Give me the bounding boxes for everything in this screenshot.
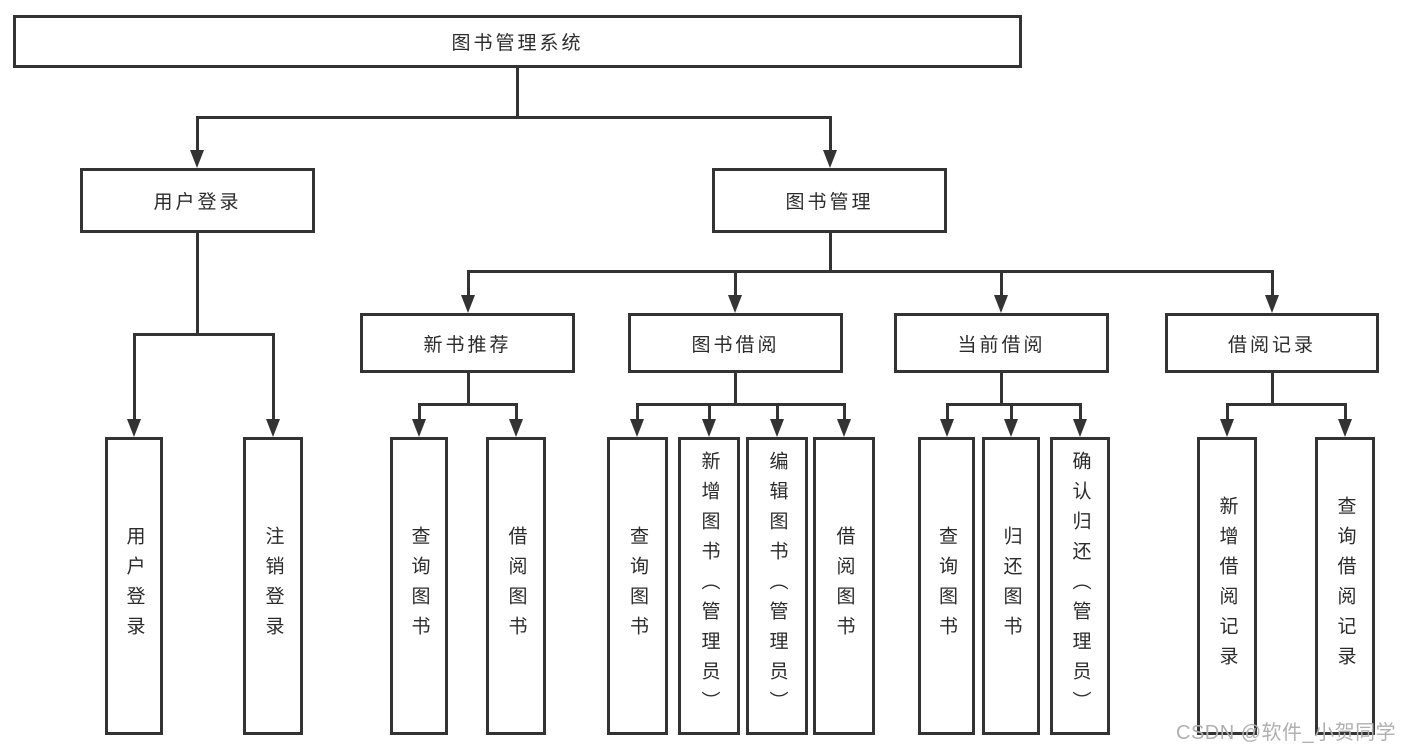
leaf-add-book-admin: 新增图书（管理员） xyxy=(678,437,740,735)
connector-line xyxy=(1271,270,1274,297)
node-book-management: 图书管理 xyxy=(712,168,947,233)
connector-line xyxy=(829,230,832,273)
connector-line xyxy=(1079,403,1082,421)
arrowhead-icon xyxy=(940,419,954,437)
node-new-book-recommend: 新书推荐 xyxy=(360,313,575,373)
connector-line xyxy=(734,370,737,406)
node-label: 借阅记录 xyxy=(1227,334,1316,356)
node-label: 查询图书 xyxy=(408,526,430,646)
node-label: 确认归还（管理员） xyxy=(1069,451,1091,721)
leaf-borrow-book-2: 借阅图书 xyxy=(813,437,875,735)
connector-line xyxy=(467,270,470,297)
node-current-borrow: 当前借阅 xyxy=(894,313,1109,373)
leaf-return-book: 归还图书 xyxy=(982,437,1040,735)
node-label: 编辑图书（管理员） xyxy=(766,451,788,721)
connector-line xyxy=(636,403,639,421)
connector-line xyxy=(467,370,470,406)
node-label: 查询借阅记录 xyxy=(1334,496,1356,676)
connector-line xyxy=(829,116,832,152)
node-label: 归还图书 xyxy=(1000,526,1022,646)
connector-line xyxy=(516,66,519,119)
arrowhead-icon xyxy=(770,419,784,437)
connector-line xyxy=(515,403,518,421)
node-label: 查询图书 xyxy=(936,526,957,646)
connector-line xyxy=(196,116,199,152)
node-label: 图书管理 xyxy=(785,192,874,213)
arrowhead-icon xyxy=(127,419,141,437)
arrowhead-icon xyxy=(837,419,851,437)
leaf-add-borrow-record: 新增借阅记录 xyxy=(1197,437,1257,735)
node-label: 用户登录 xyxy=(123,526,145,646)
connector-line xyxy=(418,403,518,406)
connector-line xyxy=(133,333,274,336)
arrowhead-icon xyxy=(190,150,204,168)
connector-line xyxy=(1000,270,1003,297)
node-label: 新增图书（管理员） xyxy=(698,451,720,721)
arrowhead-icon xyxy=(1338,419,1352,437)
node-label: 图书管理系统 xyxy=(451,33,584,54)
node-label: 用户登录 xyxy=(153,192,242,213)
node-label: 注销登录 xyxy=(262,526,284,646)
connector-line xyxy=(1000,370,1003,406)
csdn-watermark: CSDN @软件_小贺同学 xyxy=(1176,722,1397,744)
leaf-edit-book-admin: 编辑图书（管理员） xyxy=(746,437,808,735)
connector-line xyxy=(636,403,845,406)
connector-line xyxy=(418,403,421,421)
connector-line xyxy=(1271,370,1274,406)
arrowhead-icon xyxy=(630,419,644,437)
node-label: 新书推荐 xyxy=(423,334,512,356)
arrowhead-icon xyxy=(509,419,523,437)
node-root: 图书管理系统 xyxy=(13,15,1022,68)
leaf-query-book-3: 查询图书 xyxy=(918,437,975,735)
arrowhead-icon xyxy=(1004,419,1018,437)
leaf-query-borrow-record: 查询借阅记录 xyxy=(1315,437,1375,735)
connector-line xyxy=(1344,403,1347,421)
arrowhead-icon xyxy=(266,419,280,437)
connector-line xyxy=(272,333,275,421)
connector-line xyxy=(843,403,846,421)
arrowhead-icon xyxy=(702,419,716,437)
connector-line xyxy=(946,403,949,421)
node-label: 当前借阅 xyxy=(957,334,1046,356)
connector-line xyxy=(734,270,737,297)
arrowhead-icon xyxy=(1265,295,1279,313)
connector-line xyxy=(1226,403,1229,421)
arrowhead-icon xyxy=(1220,419,1234,437)
node-label: 借阅图书 xyxy=(833,526,855,646)
leaf-confirm-return-admin: 确认归还（管理员） xyxy=(1050,437,1110,735)
arrowhead-icon xyxy=(728,295,742,313)
connector-line xyxy=(1010,403,1013,421)
connector-line xyxy=(946,403,1081,406)
leaf-borrow-book-1: 借阅图书 xyxy=(486,437,546,735)
connector-line xyxy=(196,116,832,119)
node-borrow-record: 借阅记录 xyxy=(1165,313,1379,373)
arrowhead-icon xyxy=(994,295,1008,313)
leaf-logout: 注销登录 xyxy=(243,437,303,735)
arrowhead-icon xyxy=(461,295,475,313)
leaf-user-login: 用户登录 xyxy=(105,437,163,735)
leaf-query-book-2: 查询图书 xyxy=(607,437,668,735)
leaf-query-book-1: 查询图书 xyxy=(390,437,448,735)
connector-line xyxy=(467,270,1274,273)
node-label: 新增借阅记录 xyxy=(1216,496,1238,676)
connector-line xyxy=(133,333,136,421)
node-label: 借阅图书 xyxy=(505,526,527,646)
node-user-login: 用户登录 xyxy=(80,168,315,233)
node-label: 图书借阅 xyxy=(691,334,780,356)
connector-line xyxy=(776,403,779,421)
node-book-borrow: 图书借阅 xyxy=(628,313,843,373)
node-label: 查询图书 xyxy=(627,526,648,646)
arrowhead-icon xyxy=(823,150,837,168)
arrowhead-icon xyxy=(412,419,426,437)
connector-line xyxy=(196,230,199,336)
connector-line xyxy=(1226,403,1346,406)
arrowhead-icon xyxy=(1073,419,1087,437)
connector-line xyxy=(708,403,711,421)
